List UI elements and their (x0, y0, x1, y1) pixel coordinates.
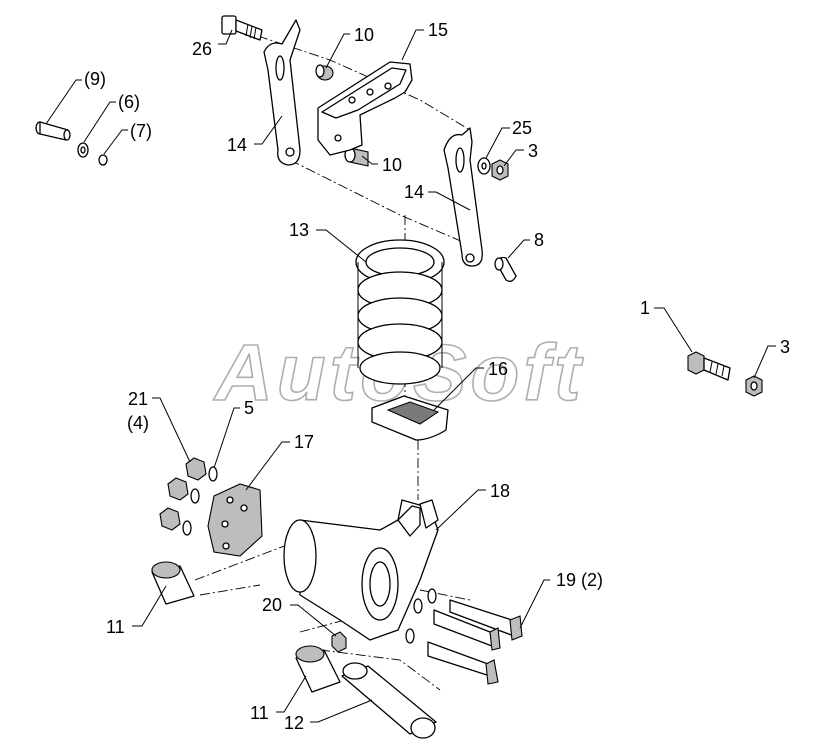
callout-14-right: 14 (404, 182, 424, 202)
part-13-spring (355, 239, 445, 385)
leader-lines (45, 29, 776, 723)
callout-21: 21 (128, 389, 148, 409)
callout-26: 26 (192, 39, 212, 59)
part-10-bushing-lower (344, 147, 369, 167)
part-14-link-left (263, 19, 301, 166)
part-6-washer (77, 142, 89, 158)
part-20-nut (331, 631, 347, 653)
callout-16: 16 (488, 359, 508, 379)
part-19-bolts (405, 588, 523, 685)
callout-3-upper: 3 (528, 141, 538, 161)
part-21-nut-mid (167, 477, 189, 501)
callout-5: 5 (244, 398, 254, 418)
callout-25: 25 (512, 118, 532, 138)
callout-18: 18 (490, 481, 510, 501)
part-5-washers (182, 466, 218, 536)
part-3-nut-upper (491, 159, 509, 181)
callout-15: 15 (428, 20, 448, 40)
callout-14-left: 14 (227, 135, 247, 155)
callout-17: 17 (294, 432, 314, 452)
part-7-clip (98, 154, 108, 166)
part-9-pin (35, 121, 71, 141)
callout-6: (6) (118, 92, 140, 112)
callout-10-upper: 10 (354, 25, 374, 45)
part-21-nut-top (185, 457, 207, 481)
callout-1: 1 (640, 298, 650, 318)
callout-7: (7) (130, 121, 152, 141)
part-26-bolt (221, 15, 263, 41)
part-3-nut-right (745, 375, 763, 397)
callout-4: (4) (127, 413, 149, 433)
part-8-pin (494, 256, 517, 282)
part-10-bushing-upper (315, 64, 334, 81)
part-12-shaft (341, 662, 437, 739)
callout-11-upper: 11 (106, 617, 125, 637)
part-15-plate (317, 61, 413, 156)
callout-11-lower: 11 (250, 703, 269, 723)
callout-8: 8 (534, 230, 544, 250)
callout-13: 13 (289, 220, 309, 240)
part-11-bushing-lower (295, 645, 341, 693)
part-17-bracket-plate (207, 483, 263, 557)
part-21-nut-low (159, 507, 181, 531)
callout-3-right: 3 (780, 337, 790, 357)
part-11-bushing-upper (151, 561, 195, 605)
callout-9: (9) (84, 69, 106, 89)
part-16-spring-seat (371, 395, 449, 441)
callout-20: 20 (262, 595, 282, 615)
callout-10-lower: 10 (382, 155, 402, 175)
part-14-link-right (443, 127, 483, 267)
callout-12: 12 (284, 713, 304, 733)
part-18-housing (283, 499, 439, 641)
part-25-washer (477, 157, 491, 175)
part-1-bolt (687, 351, 731, 381)
callout-19: 19 (2) (556, 570, 603, 590)
callout-labels: 26 10 15 (9) (6) (7) 14 10 25 3 14 13 8 … (84, 20, 790, 733)
